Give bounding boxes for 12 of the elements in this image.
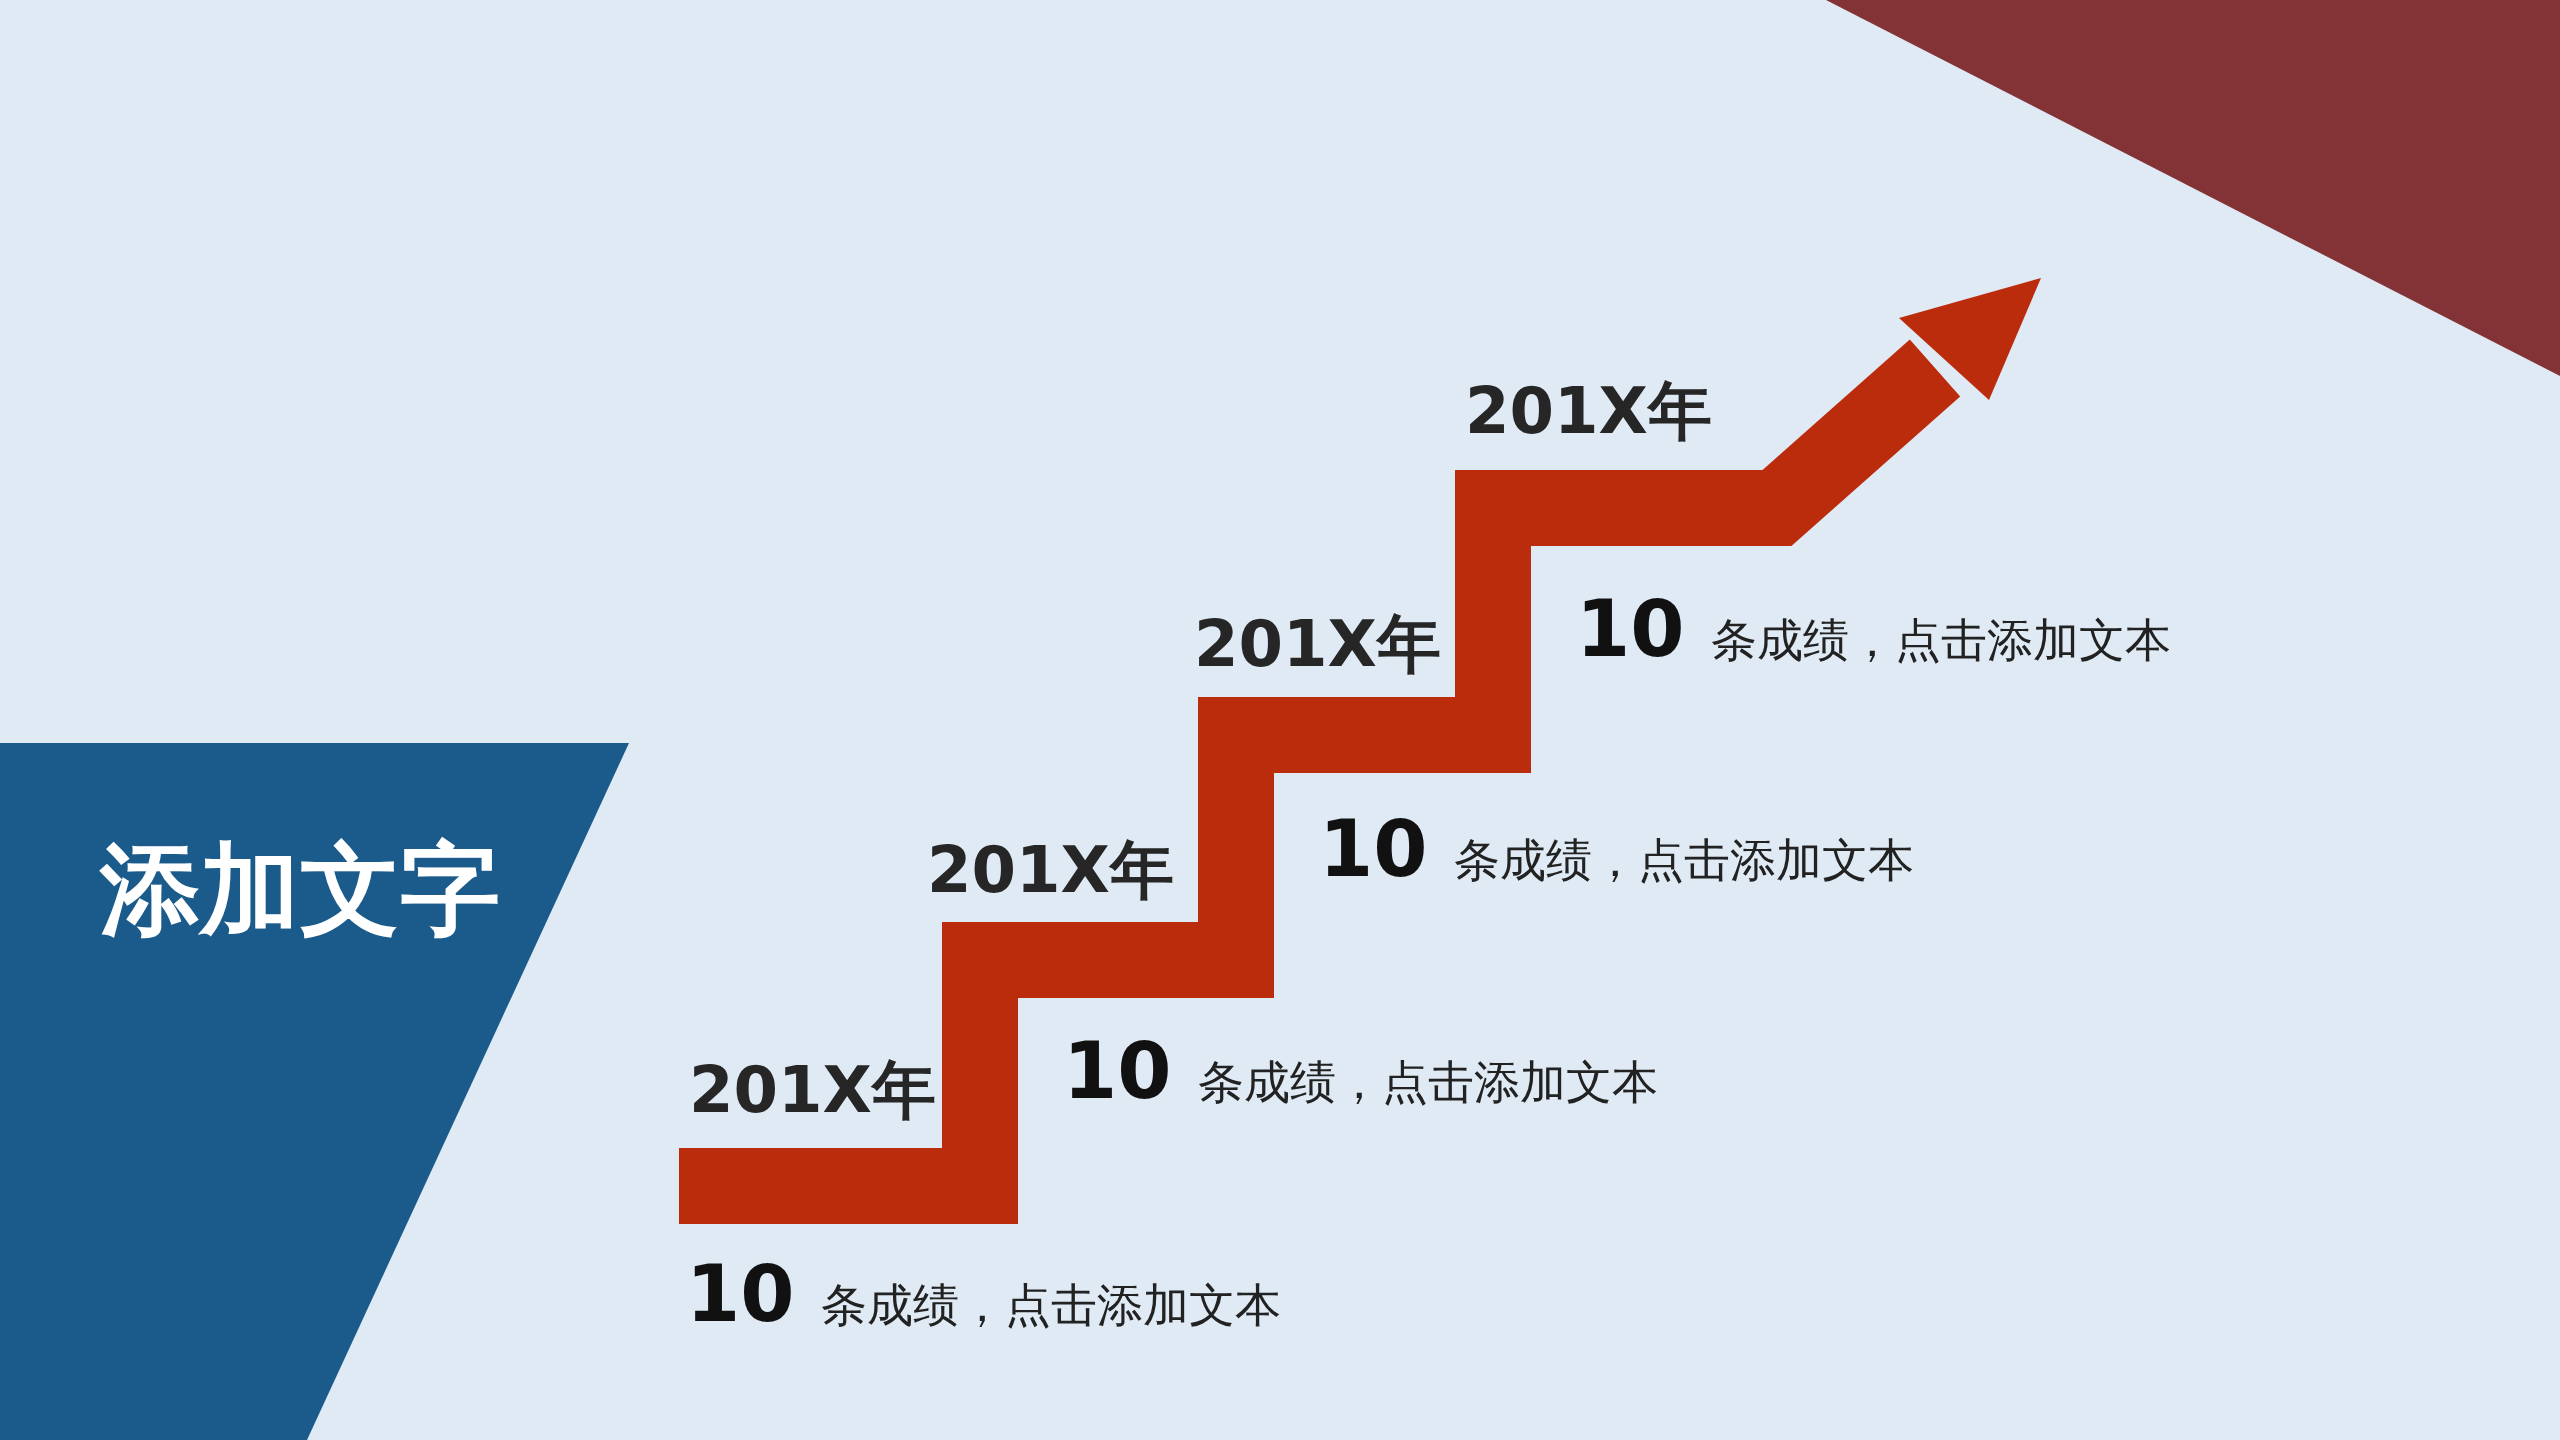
year-label: 201X年 [689, 1058, 936, 1122]
description-text: 条成绩，点击添加文本 [1453, 837, 1914, 883]
count-number: 10 [686, 1255, 795, 1333]
count-number: 10 [1576, 590, 1685, 668]
description-text: 条成绩，点击添加文本 [820, 1282, 1281, 1328]
year-label: 201X年 [1465, 379, 1712, 443]
description-text: 条成绩，点击添加文本 [1197, 1059, 1658, 1105]
count-number: 10 [1063, 1032, 1172, 1110]
year-label: 201X年 [927, 838, 1174, 902]
description-text: 条成绩，点击添加文本 [1710, 617, 2171, 663]
year-label: 201X年 [1194, 612, 1441, 676]
count-number: 10 [1319, 810, 1428, 888]
